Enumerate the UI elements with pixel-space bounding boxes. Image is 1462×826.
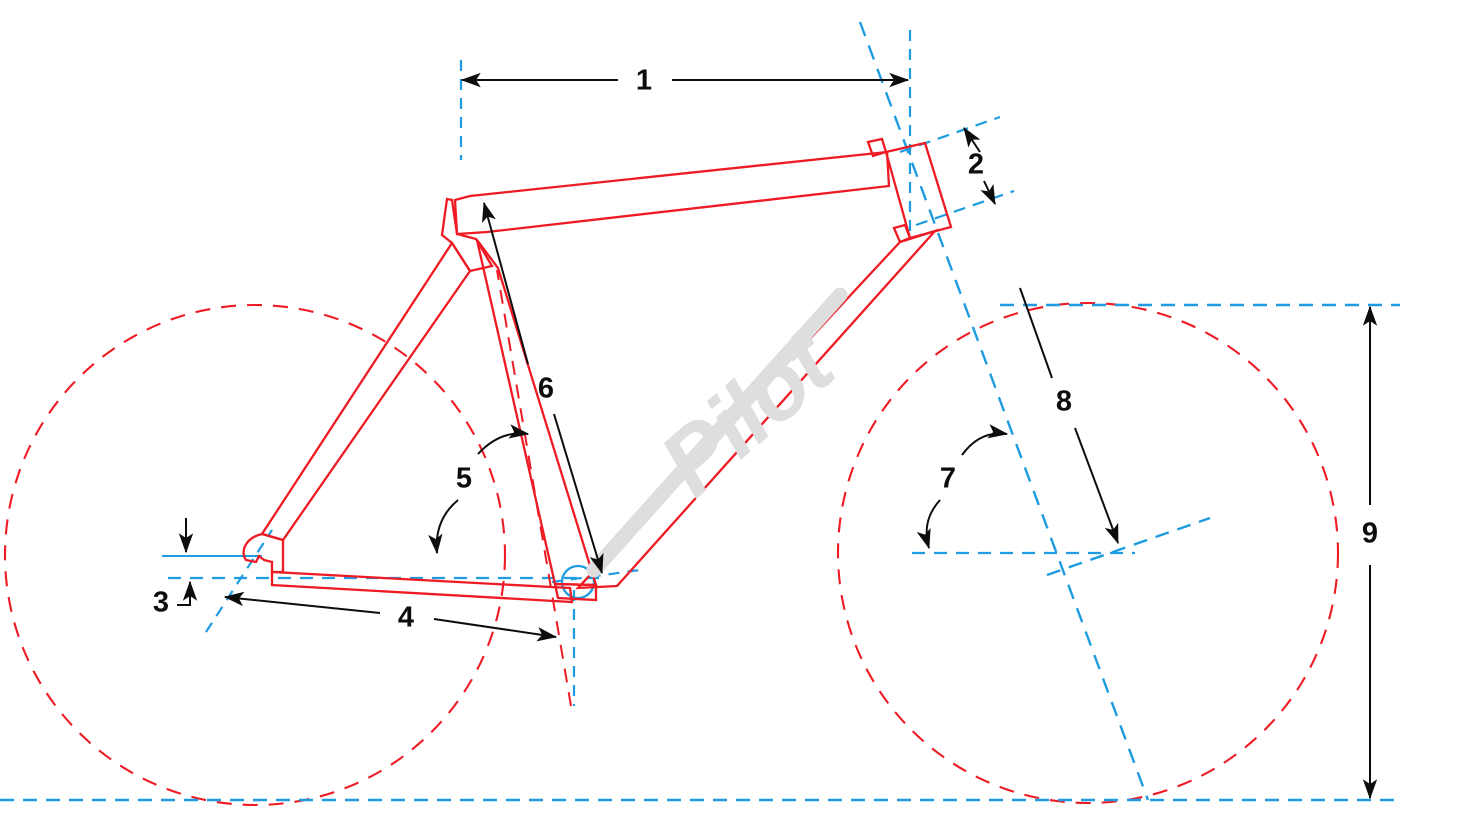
top-tube (453, 150, 891, 236)
construction-lines-group (0, 21, 1400, 802)
head-tube (884, 141, 953, 240)
seat-stay (260, 240, 472, 542)
fork-offset-extension-line (1046, 516, 1211, 577)
dim7-arc-upper (961, 424, 1009, 456)
seat-tube (475, 239, 598, 587)
dim4-leader-right (433, 618, 558, 642)
dimension-9-label: 9 (1362, 518, 1378, 550)
seat-cluster-lug (440, 197, 494, 273)
dimension-5-label: 5 (456, 463, 472, 495)
dimension-6-group (482, 201, 604, 575)
dimension-6-label: 6 (538, 373, 554, 405)
dim2-leader-down (980, 180, 996, 206)
dim8-leader-up (1019, 287, 1053, 379)
watermark-swoosh (586, 287, 848, 578)
head-tube-top-extension (899, 115, 1001, 154)
dim5-arc-lower (428, 499, 459, 555)
dimension-8-label: 8 (1056, 386, 1072, 418)
frame-group (242, 137, 953, 604)
dim2-leader-up (963, 127, 981, 153)
front-wheel-circle (836, 301, 1340, 805)
dim6-leader-down (553, 413, 604, 575)
steering-axis-line (858, 21, 1150, 801)
dimension-5-group (428, 424, 530, 555)
dimension-8-group (1019, 287, 1119, 545)
bb-shell (553, 582, 598, 602)
dimension-7-group (916, 424, 1009, 550)
rear-wheel-circle (3, 303, 507, 807)
head-tube-top-notch (866, 137, 888, 158)
dim5-arc-upper (477, 424, 530, 455)
brand-watermark-group: Pilot (586, 287, 855, 578)
dim6-leader-up (482, 201, 529, 365)
dimension-2-group (963, 127, 996, 206)
wheels-group (3, 301, 1340, 807)
dimension-2-label: 2 (968, 149, 984, 181)
dimension-4-label: 4 (398, 602, 414, 634)
dim8-leader-down (1074, 427, 1119, 545)
dim7-arc-lower (916, 499, 941, 550)
dim3-leader-elbow (177, 580, 198, 606)
dimension-3-group (177, 518, 198, 606)
dimension-1-label: 1 (636, 65, 652, 97)
rear-dropout-axis-line (205, 529, 273, 633)
dimension-4-group (223, 591, 558, 642)
dimension-7-label: 7 (940, 463, 956, 495)
head-tube-bottom-extension (915, 189, 1015, 227)
dim4-leader-left (223, 591, 381, 614)
rear-dropout (242, 532, 285, 574)
chain-stay (270, 570, 574, 604)
dimension-3-label: 3 (153, 587, 169, 619)
